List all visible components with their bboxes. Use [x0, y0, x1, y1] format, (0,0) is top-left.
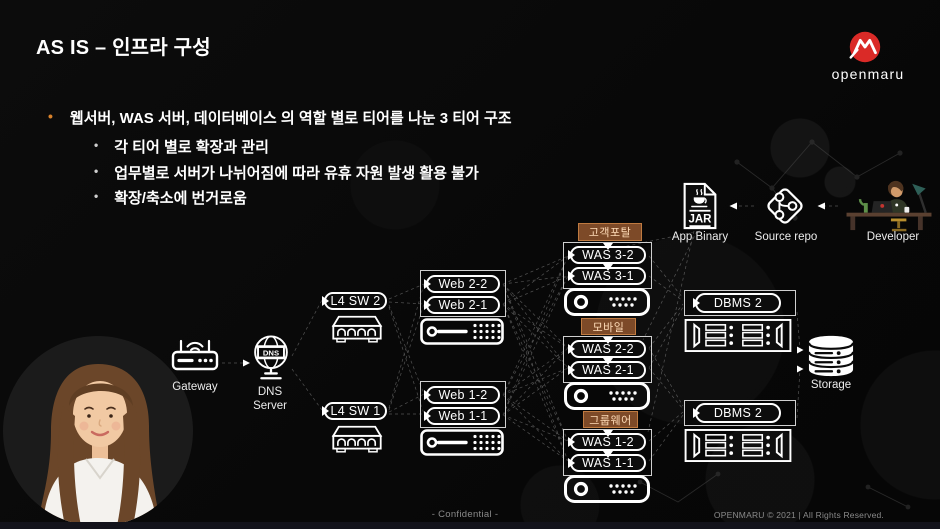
node-label: WAS 1-2 [582, 435, 634, 449]
arrowhead-icon [568, 344, 575, 354]
arrowhead-icon [603, 264, 613, 271]
web-server-icon [420, 429, 504, 456]
arrowhead-icon [603, 337, 613, 344]
storage-database-icon [807, 335, 855, 377]
node-web-1-2: Web 1-2 [424, 386, 500, 404]
arrowhead-icon [568, 365, 575, 375]
l4-switch-icon [331, 425, 383, 453]
node-label: Web 1-2 [438, 388, 488, 402]
tag-customer-portal: 고객포탈 [578, 223, 642, 241]
node-was-1-2: WAS 1-2 [568, 430, 646, 451]
arrowhead-icon [424, 390, 431, 400]
node-label: WAS 3-1 [582, 269, 634, 283]
was-server-icon [564, 382, 650, 410]
copyright-note: OPENMARU © 2021 | All Rights Reserved. [713, 510, 884, 520]
node-web-1-1: Web 1-1 [424, 407, 500, 425]
presenter-photo [3, 336, 193, 526]
node-l4-sw-1: L4 SW 1 [322, 402, 387, 420]
arrowhead-icon [603, 358, 613, 365]
node-label: Web 2-1 [438, 298, 488, 312]
node-was-2-2: WAS 2-2 [568, 337, 646, 358]
arrowhead-icon [568, 271, 575, 281]
bullet-sub-1-text: 각 티어 별로 확장과 관리 [114, 139, 269, 156]
web-server-icon [420, 318, 504, 345]
wire-arrowheads [243, 202, 825, 373]
node-label: L4 SW 1 [330, 404, 381, 418]
arrowhead-icon [424, 279, 431, 289]
arrowhead-icon [322, 406, 329, 416]
node-label: WAS 3-2 [582, 248, 634, 262]
arrowhead-icon [693, 298, 700, 308]
node-label: Web 1-1 [438, 409, 488, 423]
bullet-sub-2-text: 업무별로 서버가 나뉘어짐에 따라 유휴 자원 발생 활용 불가 [114, 165, 479, 182]
node-web-2-1: Web 2-1 [424, 296, 500, 314]
node-label: DBMS 2 [713, 296, 763, 310]
bullet-main-text: 웹서버, WAS 서버, 데이터베이스 의 역할 별로 티어를 나눈 3 티어 … [69, 110, 512, 127]
confidential-note: - Confidential - [431, 509, 499, 520]
jar-file-icon: JAR [683, 182, 717, 230]
tag-mobile: 모바일 [581, 318, 636, 335]
presenter-illustration [37, 364, 161, 526]
node-dbms-lower: DBMS 2 [693, 403, 781, 423]
was-server-icon [564, 288, 650, 316]
arrowhead-icon [693, 408, 700, 418]
bullet-sub-2: 업무별로 서버가 나뉘어짐에 따라 유휴 자원 발생 활용 불가 [94, 162, 479, 183]
node-label: WAS 2-1 [582, 363, 634, 377]
developer-illustration [846, 180, 932, 232]
dns-label-line1: DNS [257, 386, 283, 398]
source-repo-label: Source repo [754, 231, 818, 243]
node-was-2-1: WAS 2-1 [568, 358, 646, 379]
gateway-label: Gateway [172, 381, 218, 393]
arrowhead-icon [603, 451, 613, 458]
arrowhead-icon [603, 430, 613, 437]
bullet-sub-3-text: 확장/축소에 번거로움 [114, 190, 247, 207]
developer-label: Developer [866, 231, 920, 243]
bullet-main: 웹서버, WAS 서버, 데이터베이스 의 역할 별로 티어를 나눈 3 티어 … [48, 107, 512, 128]
node-l4-sw-2: L4 SW 2 [322, 292, 387, 310]
node-was-3-1: WAS 3-1 [568, 264, 646, 285]
app-binary-label: App Binary [671, 231, 729, 243]
arrowhead-icon [603, 243, 613, 250]
bullet-sub-1: 각 티어 별로 확장과 관리 [94, 136, 269, 157]
node-was-3-2: WAS 3-2 [568, 243, 646, 264]
node-label: Web 2-2 [438, 277, 488, 291]
node-label: DBMS 2 [713, 406, 763, 420]
node-dbms-upper: DBMS 2 [693, 293, 781, 313]
bullet-sub-3: 확장/축소에 번거로움 [94, 187, 247, 208]
dbms-storage-array-icon [684, 429, 792, 462]
node-web-2-2: Web 2-2 [424, 275, 500, 293]
gateway-router-icon [171, 339, 219, 371]
openmaru-logo-icon [849, 31, 881, 63]
dns-server-icon: DNS [254, 335, 288, 380]
node-label: WAS 1-1 [582, 456, 634, 470]
storage-label: Storage [810, 379, 852, 391]
arrowhead-icon [424, 300, 431, 310]
tag-groupware: 그룹웨어 [583, 411, 638, 428]
arrowhead-icon [568, 437, 575, 447]
openmaru-wordmark: openmaru [831, 66, 905, 82]
l4-switch-icon [331, 315, 383, 343]
footer-bar [0, 522, 940, 529]
arrowhead-icon [568, 458, 575, 468]
dns-badge: DNS [263, 348, 279, 357]
jar-label: JAR [688, 213, 712, 225]
arrowhead-icon [424, 411, 431, 421]
dns-label-line2: Server [253, 400, 287, 412]
dashed-wires [222, 205, 838, 462]
node-was-1-1: WAS 1-1 [568, 451, 646, 472]
page-title: AS IS – 인프라 구성 [36, 37, 211, 59]
source-repo-icon [767, 188, 803, 224]
arrowhead-icon [568, 250, 575, 260]
was-server-icon [564, 475, 650, 503]
node-label: WAS 2-2 [582, 342, 634, 356]
dbms-storage-array-icon [684, 319, 792, 352]
node-label: L4 SW 2 [330, 294, 381, 308]
arrowhead-icon [322, 296, 329, 306]
